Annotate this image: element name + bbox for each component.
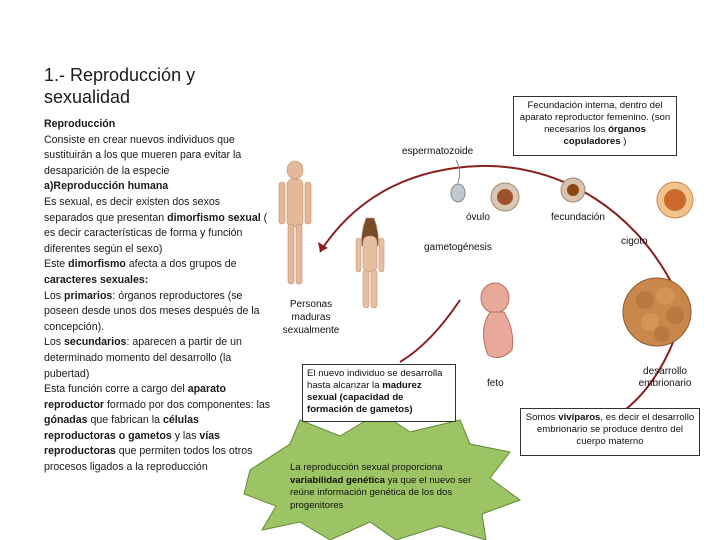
male-figure-icon — [278, 160, 312, 285]
ovulo-label: óvulo — [466, 212, 490, 223]
arrowhead-icon — [318, 242, 328, 252]
paragraph-dimorfismo: Este dimorfismo afecta a dos grupos de c… — [44, 258, 237, 286]
fetus-icon — [480, 282, 514, 359]
page-title: 1.- Reproducción y sexualidad — [44, 64, 304, 108]
paragraph-sexual: Es sexual, es decir existen dos sexos se… — [44, 195, 268, 255]
paragraph-aparato: Esta función corre a cargo del aparato r… — [44, 383, 271, 474]
paragraph-primarios: Los primarios: órganos reproductores (se… — [44, 289, 260, 333]
reproduccion-humana-heading: a)Reproducción humana — [44, 180, 169, 193]
variabilidad-genetica-note: La reproducción sexual proporciona varia… — [290, 462, 472, 511]
paragraph-secundarios: Los secundarios: aparecen a partir de un… — [44, 336, 242, 380]
page-title-line1: 1.- Reproducción y — [44, 65, 196, 85]
viviparos-box: Somos vivíparos, es decir el desarrollo … — [520, 408, 700, 456]
fertilization-icon — [560, 177, 586, 203]
info-burst-shape — [243, 411, 522, 540]
cigoto-label: cigoto — [621, 236, 648, 247]
spermatozoon-icon — [450, 159, 466, 203]
cycle-arrow-left — [399, 299, 461, 363]
reproduccion-heading: Reproducción — [44, 118, 116, 130]
personas-label: Personas maduras sexualmente — [282, 299, 340, 336]
female-figure-icon — [355, 217, 385, 309]
gametogenesis-label: gametogénesis — [424, 242, 492, 253]
espermatozoide-label: espermatozoide — [402, 146, 474, 157]
madurez-sexual-box: El nuevo individuo se desarrolla hasta a… — [302, 364, 456, 422]
ovum-icon — [490, 182, 520, 212]
morula-icon — [622, 277, 692, 347]
cycle-arrow-top — [319, 164, 681, 301]
zygote-icon — [656, 181, 694, 219]
left-text-column: Reproducción Consiste en crear nuevos in… — [44, 117, 272, 476]
feto-label: feto — [487, 378, 504, 389]
fecundacion-label: fecundación — [551, 212, 605, 223]
paragraph-definition: Consiste en crear nuevos individuos que … — [44, 133, 242, 177]
desarrollo-label: desarrollo embrionario — [638, 366, 692, 389]
fecundacion-interna-box: Fecundación interna, dentro del aparato … — [513, 96, 677, 156]
page-title-line2: sexualidad — [44, 87, 131, 107]
